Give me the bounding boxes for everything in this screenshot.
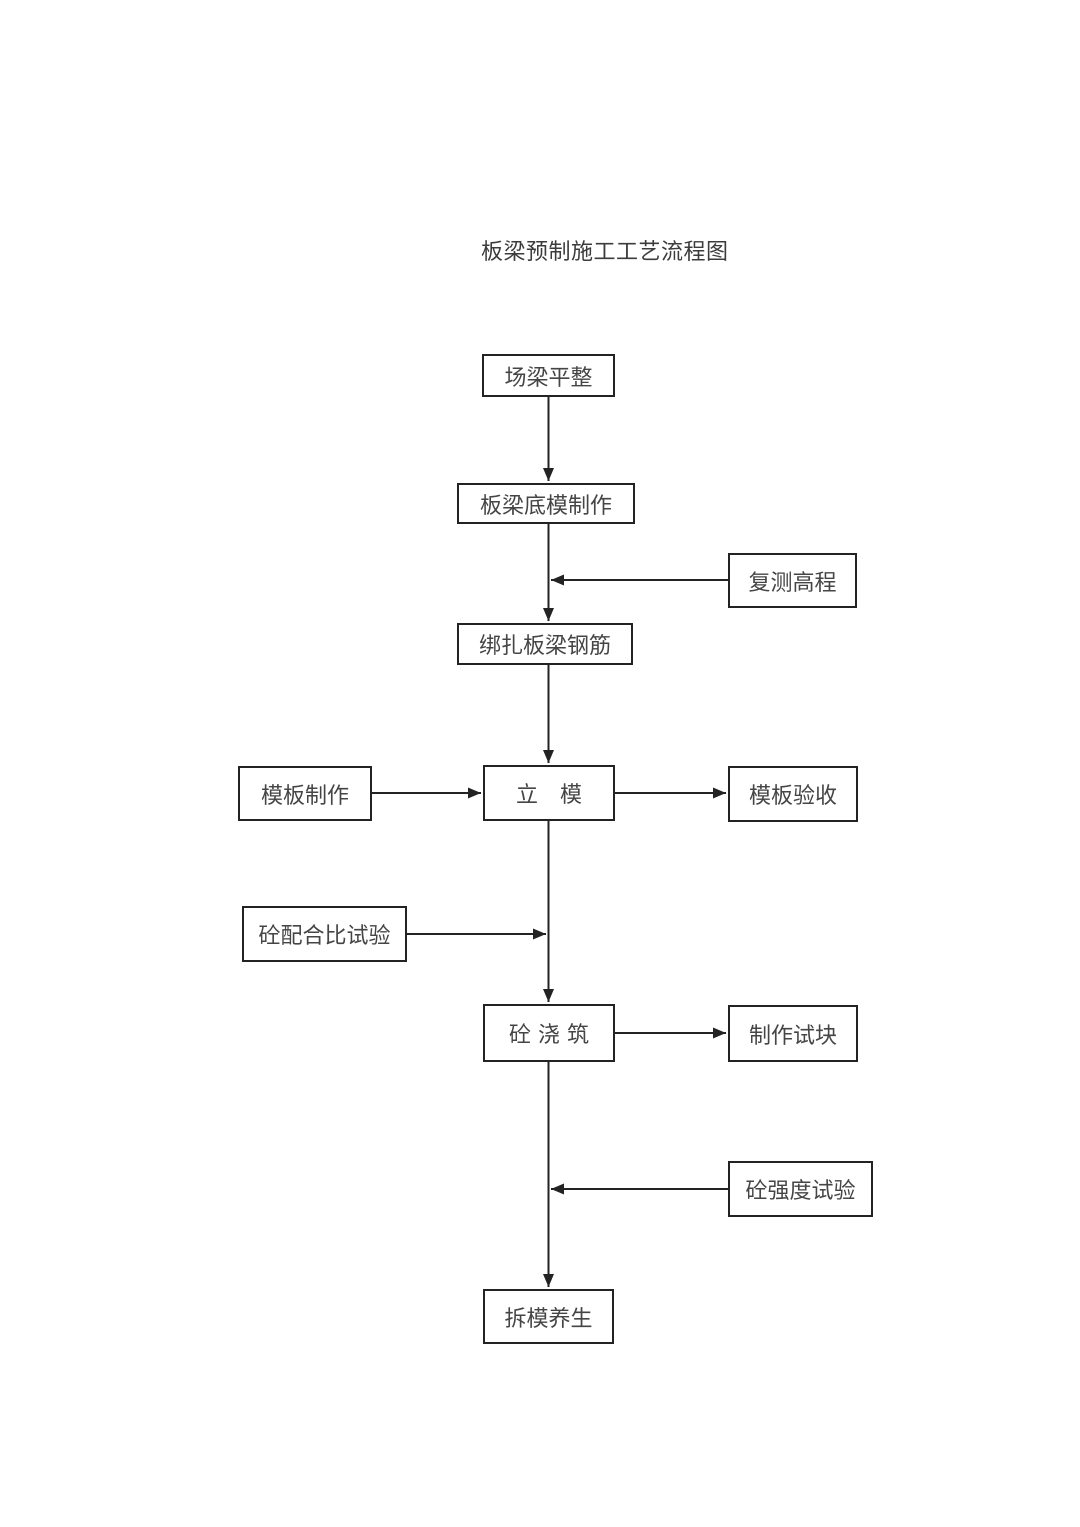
flow-node-label: 砼 浇 筑 [509,1023,589,1048]
flow-node-label: 模板制作 [260,783,349,809]
flow-node-label: 复测高程 [748,570,837,596]
flow-node-label: 立 模 [515,783,582,808]
flow-node-label: 砼配合比试验 [258,924,391,949]
flow-node-label: 模板验收 [748,784,837,809]
flow-node-strength-test: 砼强度试验 [728,1161,873,1217]
flow-node-formwork-acceptance: 模板验收 [728,766,858,822]
flow-node-label: 制作试块 [748,1023,837,1049]
flow-node-concrete-pouring: 砼 浇 筑 [483,1004,615,1062]
diagram-title: 板梁预制施工工艺流程图 [481,240,729,265]
flow-node-label: 板梁底模制作 [479,493,612,519]
flow-node-test-block-making: 制作试块 [728,1005,858,1062]
flow-node-label: 拆模养生 [504,1306,593,1332]
flow-node-bottom-formwork-making: 板梁底模制作 [457,483,635,524]
flow-node-site-leveling: 场梁平整 [482,354,615,397]
flow-node-formwork-making: 模板制作 [238,766,372,821]
flow-node-erect-formwork: 立 模 [483,765,615,821]
flow-node-mix-ratio-test: 砼配合比试验 [242,906,407,962]
flow-node-rebar-tying: 绑扎板梁钢筋 [457,623,633,665]
flow-node-label: 绑扎板梁钢筋 [478,634,611,659]
flow-node-label: 场梁平整 [504,365,593,391]
flow-node-label: 砼强度试验 [745,1179,856,1204]
flow-node-demoulding-curing: 拆模养生 [483,1289,614,1344]
flow-node-resurvey-elevation: 复测高程 [728,553,857,608]
